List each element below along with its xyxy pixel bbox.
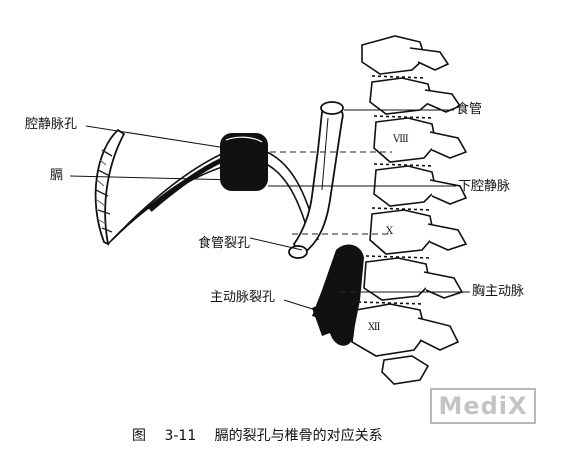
label-esophageal-hiatus: 食管裂孔 bbox=[198, 236, 251, 251]
leader-aortic-hiatus bbox=[283, 299, 323, 313]
vertebral-column bbox=[351, 35, 468, 385]
diaphragm-anterior bbox=[94, 128, 126, 246]
leader-esophageal-hiatus bbox=[249, 237, 303, 251]
label-ivc-foramen: 腔静脉孔 bbox=[25, 117, 78, 132]
inferior-vena-cava bbox=[220, 133, 268, 191]
aorta bbox=[312, 244, 364, 346]
vertebra-label-xii: Ⅻ bbox=[368, 322, 381, 333]
vertebra-label-x: Ⅹ bbox=[386, 226, 394, 237]
label-thoracic-aorta: 胸主动脉 bbox=[472, 284, 525, 299]
esophagus-tube bbox=[288, 101, 344, 259]
watermark-logo: MediX bbox=[430, 388, 536, 424]
diaphragm-dome bbox=[107, 149, 319, 247]
label-inferior-vena-cava: 下腔静脉 bbox=[458, 179, 511, 194]
label-aortic-hiatus: 主动脉裂孔 bbox=[210, 290, 276, 305]
figure-caption: 图 3-11 膈的裂孔与椎骨的对应关系 bbox=[132, 428, 383, 444]
leader-lines bbox=[69, 109, 470, 313]
leader-diaphragm bbox=[69, 175, 239, 181]
vertebra-label-viii: Ⅷ bbox=[393, 134, 409, 145]
leader-ivc-foramen bbox=[85, 125, 227, 149]
label-esophagus: 食管 bbox=[456, 102, 483, 117]
label-diaphragm: 膈 bbox=[50, 168, 64, 183]
